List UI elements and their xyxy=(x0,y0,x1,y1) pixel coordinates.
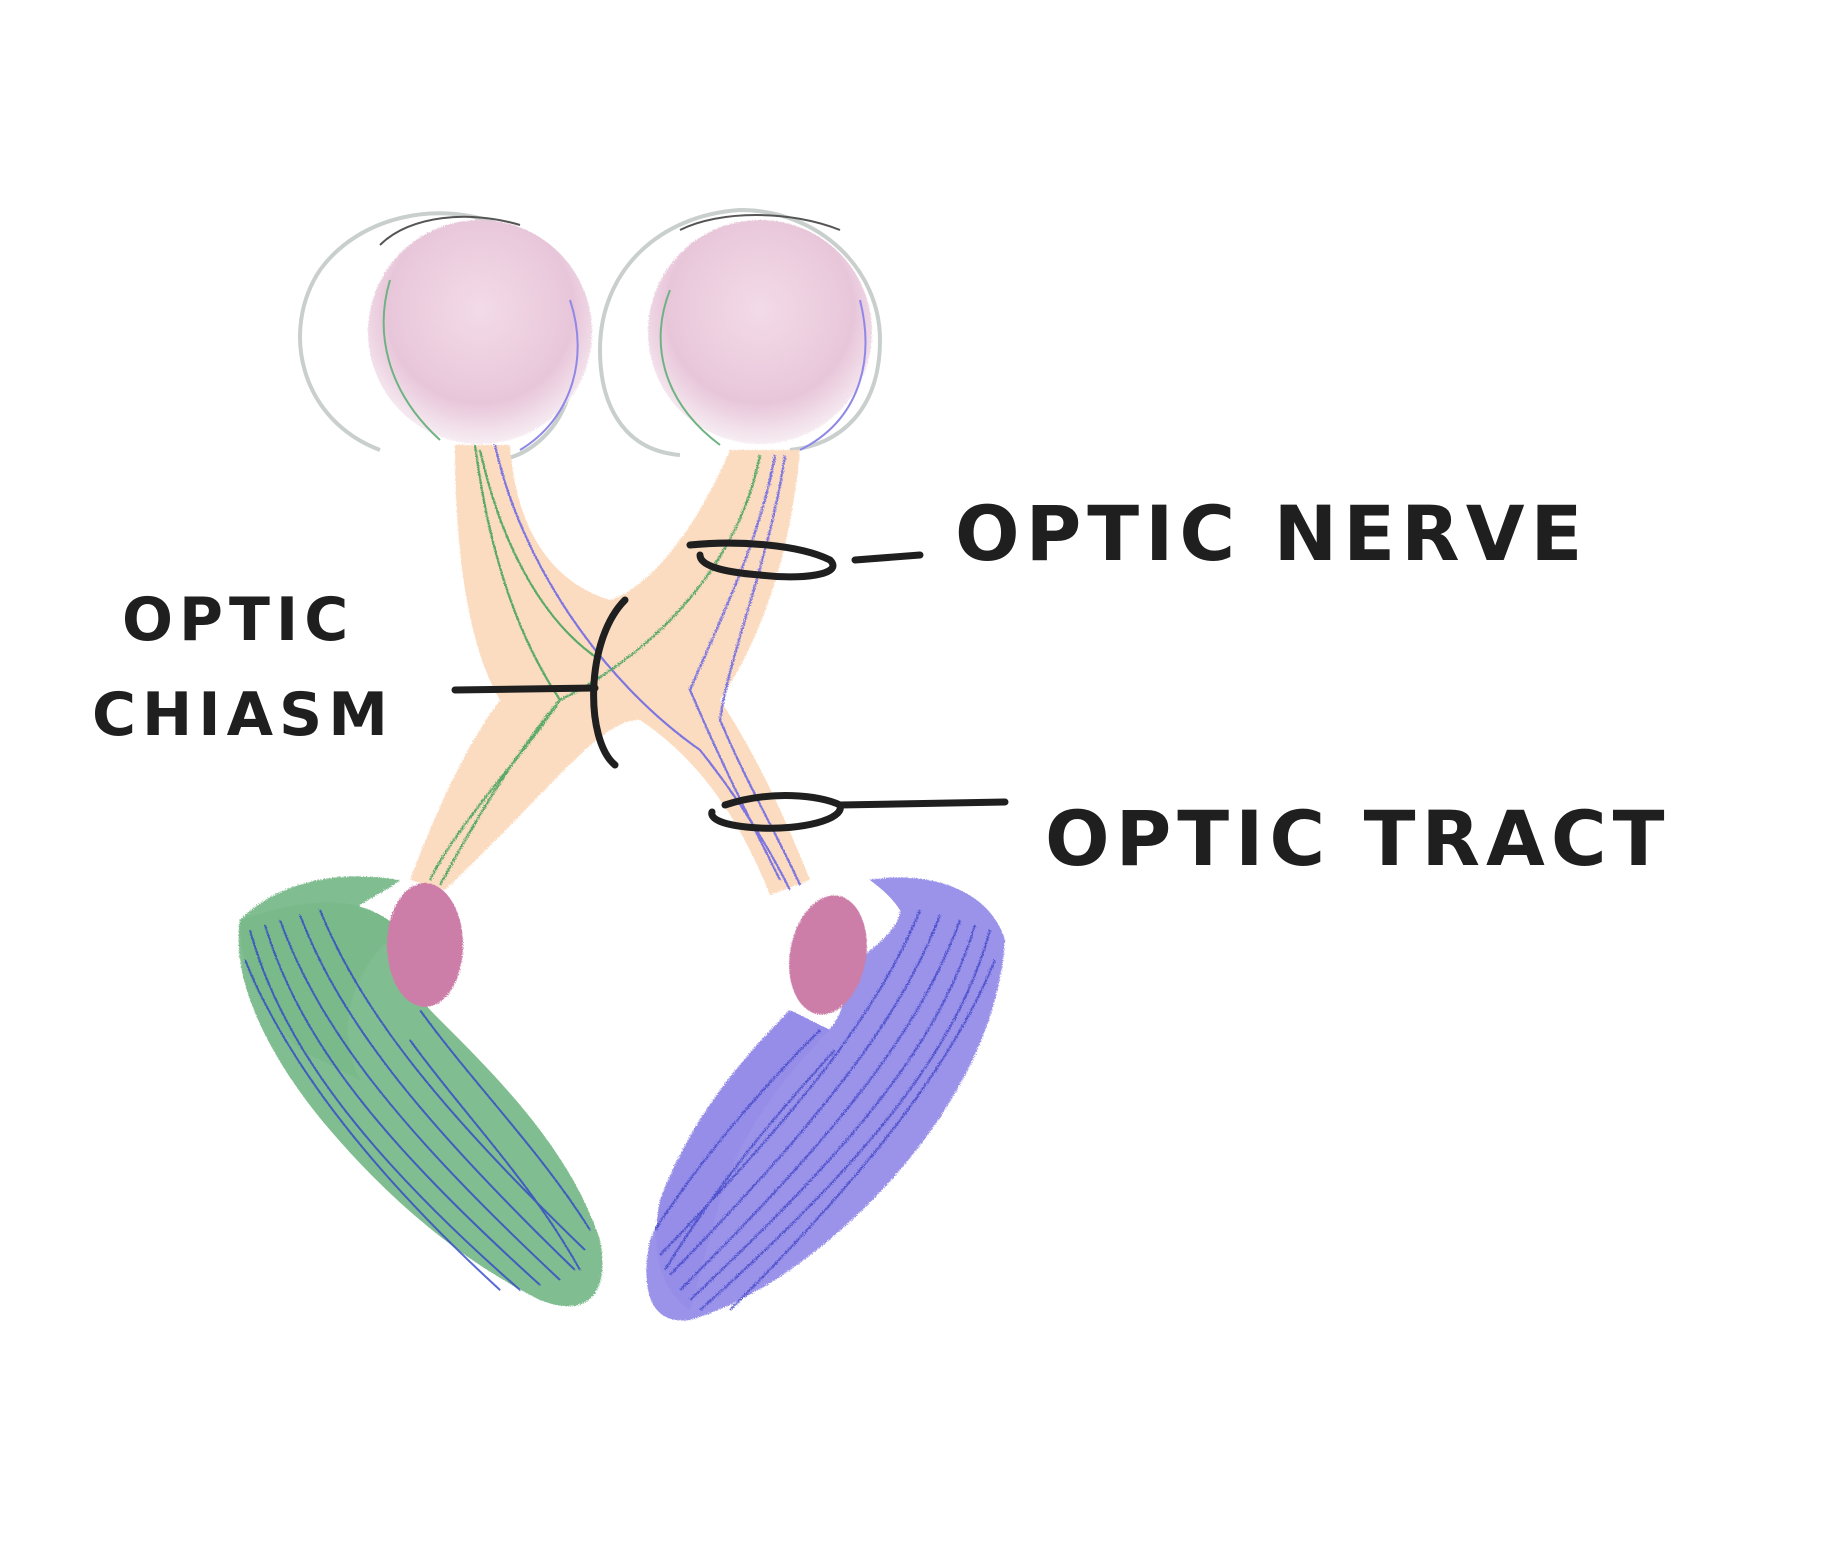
optic-chiasm-leader xyxy=(451,596,629,769)
optic-chiasm-label-line2: CHIASM xyxy=(92,680,394,750)
right-lgn xyxy=(789,895,867,1015)
right-eye xyxy=(597,207,883,457)
optic-nerve-chiasm-tract xyxy=(410,444,810,895)
optic-tract-label: OPTIC TRACT xyxy=(1045,794,1670,883)
left-lgn xyxy=(387,883,463,1007)
optic-tract-leader xyxy=(708,792,1009,832)
optic-chiasm-label-line1: OPTIC xyxy=(122,585,354,655)
left-eye xyxy=(298,211,592,462)
optic-nerve-leader xyxy=(686,539,924,581)
right-optic-radiation xyxy=(646,877,1005,1321)
optic-nerve-label: OPTIC NERVE xyxy=(955,489,1588,578)
left-optic-radiation xyxy=(238,876,603,1307)
